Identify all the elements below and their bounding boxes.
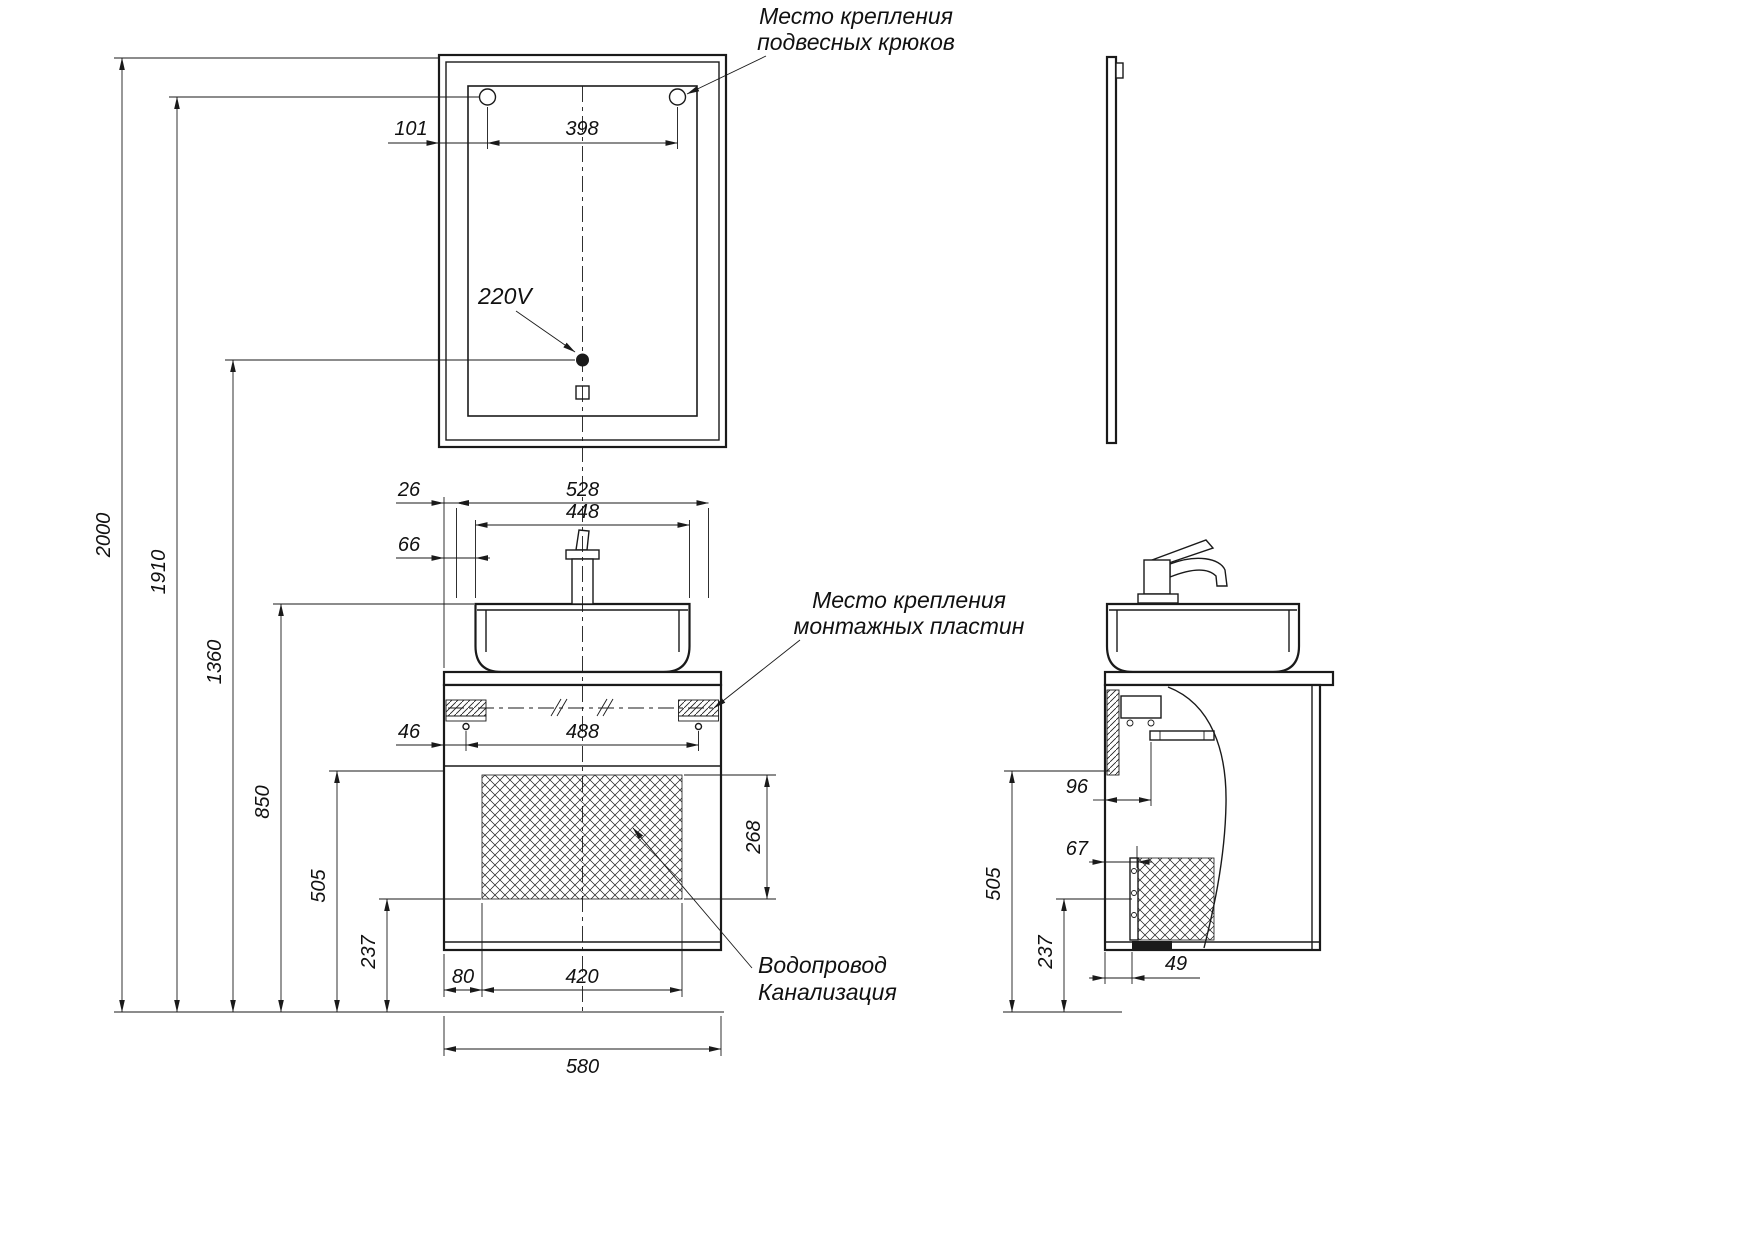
- countertop-side: [1103, 670, 1335, 687]
- annotation-plumbing: Водопровод Канализация: [632, 827, 897, 1005]
- dim-opening-width: 420: [565, 966, 598, 988]
- hooks-note-line1: Место крепления: [759, 3, 953, 29]
- mounting-plates-front: [445, 698, 719, 731]
- dim-mount-span: 528: [566, 479, 599, 501]
- dim-sink-offset: 66: [398, 534, 421, 556]
- dim-plate-offset: 46: [398, 721, 421, 743]
- plate-screw-right: [694, 722, 703, 731]
- plates-note-line1: Место крепления: [812, 587, 1006, 613]
- touch-switch: [575, 385, 590, 400]
- annotation-hooks: Место крепления подвесных крюков: [686, 3, 955, 95]
- vanity-top-dimensions: 26 528 448 66: [396, 479, 709, 668]
- hanging-hook-right: [668, 88, 687, 106]
- dim-hooks-height: 1910: [148, 550, 170, 595]
- vanity-side-view: [1103, 539, 1335, 952]
- mounting-plate-side: [1149, 730, 1215, 741]
- socket-label: 220V: [477, 283, 534, 309]
- dim-opening-height: 268: [743, 820, 765, 854]
- faucet-side: [1137, 539, 1228, 604]
- power-socket: 220V: [477, 283, 590, 400]
- side-dimension-stack: 505 237 96 67 49: [983, 742, 1200, 1013]
- dim-side-cabinet-bottom: 237: [1035, 934, 1057, 969]
- dim-cabinet-bottom-height: 237: [358, 934, 380, 969]
- dim-plate-depth: 96: [1066, 776, 1089, 798]
- mounting-rail-side: [1106, 689, 1120, 776]
- dim-drain-offset: 49: [1165, 953, 1187, 975]
- plumbing-note-line2: Канализация: [758, 979, 897, 1005]
- dim-hook-spacing: 398: [565, 118, 598, 140]
- left-dimension-stack: 2000 1910 1360 850 505 237: [93, 57, 724, 1013]
- dim-mount-offset: 26: [397, 479, 421, 501]
- dim-drawer-top-height: 505: [308, 868, 330, 902]
- dim-drain-wall: 67: [1066, 838, 1089, 860]
- dim-hook-offset: 101: [394, 118, 427, 140]
- hooks-note-line2: подвесных крюков: [757, 29, 955, 55]
- plate-dimensions: 46 488: [396, 721, 699, 751]
- dim-side-drawer-top: 505: [983, 866, 1005, 900]
- dim-opening-offset: 80: [452, 966, 474, 988]
- dim-socket-height: 1360: [204, 640, 226, 685]
- dim-total-width: 580: [566, 1056, 599, 1078]
- plate-screw-left: [462, 722, 470, 731]
- vessel-sink-side: [1105, 602, 1301, 674]
- socket-point: [576, 353, 589, 367]
- plumbing-opening-hatch: [481, 774, 683, 900]
- dim-sink-width: 448: [566, 501, 599, 523]
- opening-dimensions: 268 80 420 580: [443, 774, 776, 1078]
- plates-note-line2: монтажных пластин: [794, 613, 1025, 639]
- hanging-hook-left: [478, 88, 497, 106]
- mounting-bracket-side: [1120, 695, 1162, 719]
- dim-sink-height: 850: [252, 785, 274, 818]
- plumbing-note-line1: Водопровод: [758, 952, 887, 978]
- drain-stub: [1132, 941, 1172, 950]
- dim-plate-span: 488: [566, 721, 599, 743]
- plumbing-zone-hatch-side: [1137, 857, 1215, 941]
- annotation-plates: Место крепления монтажных пластин: [713, 587, 1025, 709]
- mirror-side-view: [1105, 55, 1124, 445]
- hook-dimensions: 101 398: [388, 107, 678, 149]
- dim-total-height: 2000: [93, 513, 115, 559]
